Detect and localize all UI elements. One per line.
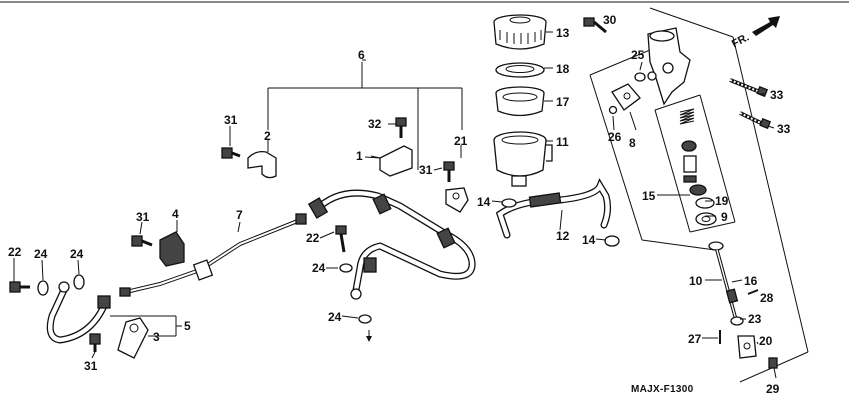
- brake-hose-clamp-2: [247, 146, 277, 179]
- callout-28: 28: [760, 291, 774, 305]
- callout-31-upper: 31: [419, 163, 433, 177]
- callout-25: 25: [631, 48, 645, 62]
- o-ring: [608, 105, 618, 115]
- callout-10: 10: [689, 274, 703, 288]
- push-rod: [708, 241, 739, 321]
- bolt-31-upper: [443, 161, 455, 182]
- callout-31-clamp: 31: [224, 113, 238, 127]
- leader-lines: [13, 59, 777, 379]
- callout-31-lower: 31: [84, 359, 98, 373]
- callout-9: 9: [721, 210, 728, 224]
- callout-24-left-1: 24: [34, 247, 48, 261]
- brake-hose-clamp-21: [445, 187, 469, 213]
- callout-20: 20: [759, 334, 773, 348]
- boot: [695, 212, 717, 226]
- callout-7: 7: [236, 208, 243, 222]
- sealing-washer-left-2: [73, 274, 85, 290]
- push-rod-joint: [737, 335, 757, 359]
- bolt-31-clamp: [221, 147, 241, 159]
- callout-24-mid-upper: 24: [312, 261, 326, 275]
- master-cylinder-body: [647, 27, 691, 106]
- reservoir-joint: [611, 83, 641, 111]
- primary-cup: [681, 140, 697, 152]
- front-direction-label: FR.: [730, 31, 751, 50]
- piston: [683, 155, 707, 196]
- joint-nut: [730, 316, 744, 326]
- sealing-washer-left-1: [37, 280, 49, 296]
- reservoir-cap: [493, 14, 547, 50]
- brake-pipe: [119, 213, 307, 297]
- callout-19: 19: [715, 194, 729, 208]
- hose-joint: [634, 72, 646, 82]
- callout-31-left: 31: [136, 210, 150, 224]
- rear-brake-hose: [307, 189, 476, 300]
- callout-22-mid: 22: [306, 231, 320, 245]
- cotter-pin: [747, 289, 759, 295]
- reservoir-tank: [493, 131, 553, 187]
- reservoir-diaphragm: [495, 86, 545, 117]
- callout-1: 1: [356, 149, 363, 163]
- callout-12: 12: [556, 229, 570, 243]
- callout-15: 15: [642, 189, 656, 203]
- pipe-clamp: [159, 231, 185, 267]
- callout-30: 30: [603, 13, 617, 27]
- lower-brake-hose: [46, 281, 111, 344]
- sealing-washer-mid-upper: [339, 263, 353, 273]
- master-cylinder-frame: [589, 7, 809, 383]
- callout-24-left-2: 24: [70, 247, 84, 261]
- callout-18: 18: [556, 62, 570, 76]
- front-direction-arrow: FR.: [730, 16, 780, 50]
- callout-24-mid-lower: 24: [328, 310, 342, 324]
- callout-32: 32: [368, 117, 382, 131]
- callout-26: 26: [608, 130, 622, 144]
- circlip: [695, 197, 715, 209]
- reservoir-hose: [495, 178, 612, 239]
- oil-bolt-mid: [335, 225, 347, 253]
- callout-2: 2: [264, 129, 271, 143]
- callout-3: 3: [153, 330, 160, 344]
- callout-17: 17: [556, 95, 570, 109]
- hose-stay: [364, 145, 413, 177]
- callout-21: 21: [454, 134, 468, 148]
- hose-clip-upper: [501, 198, 517, 208]
- callout-23: 23: [748, 312, 762, 326]
- callout-27: 27: [688, 332, 702, 346]
- callout-13: 13: [556, 26, 570, 40]
- callout-22-left: 22: [8, 245, 22, 259]
- bolt-31-left: [131, 235, 153, 247]
- callout-16: 16: [744, 274, 758, 288]
- bolt-32: [395, 117, 407, 138]
- washer-joint: [768, 357, 778, 369]
- callout-33-lower: 33: [777, 122, 791, 136]
- callout-5: 5: [184, 319, 191, 333]
- callout-11: 11: [556, 135, 569, 149]
- callout-14-upper: 14: [477, 195, 491, 209]
- callout-14-lower: 14: [582, 233, 596, 247]
- hose-assy-bracket: [267, 62, 463, 170]
- callout-29: 29: [766, 382, 780, 396]
- bolt-31-lower: [89, 333, 101, 352]
- spring: [679, 108, 695, 125]
- oil-bolt-left: [9, 281, 30, 293]
- bracket-3: [117, 317, 149, 359]
- sealing-washer-mid-lower: [358, 314, 372, 342]
- callout-8: 8: [629, 136, 636, 150]
- callout-6: 6: [358, 48, 365, 62]
- callout-33-upper: 33: [770, 88, 784, 102]
- diagram-code: MAJX-F1300: [631, 384, 694, 395]
- piston-kit-frame: [654, 94, 736, 233]
- reservoir-screw: [583, 17, 607, 34]
- callout-4: 4: [172, 207, 179, 221]
- reservoir-plate: [495, 62, 545, 78]
- hose-clip-lower: [604, 235, 620, 247]
- mounting-bolt-lower: [739, 111, 772, 130]
